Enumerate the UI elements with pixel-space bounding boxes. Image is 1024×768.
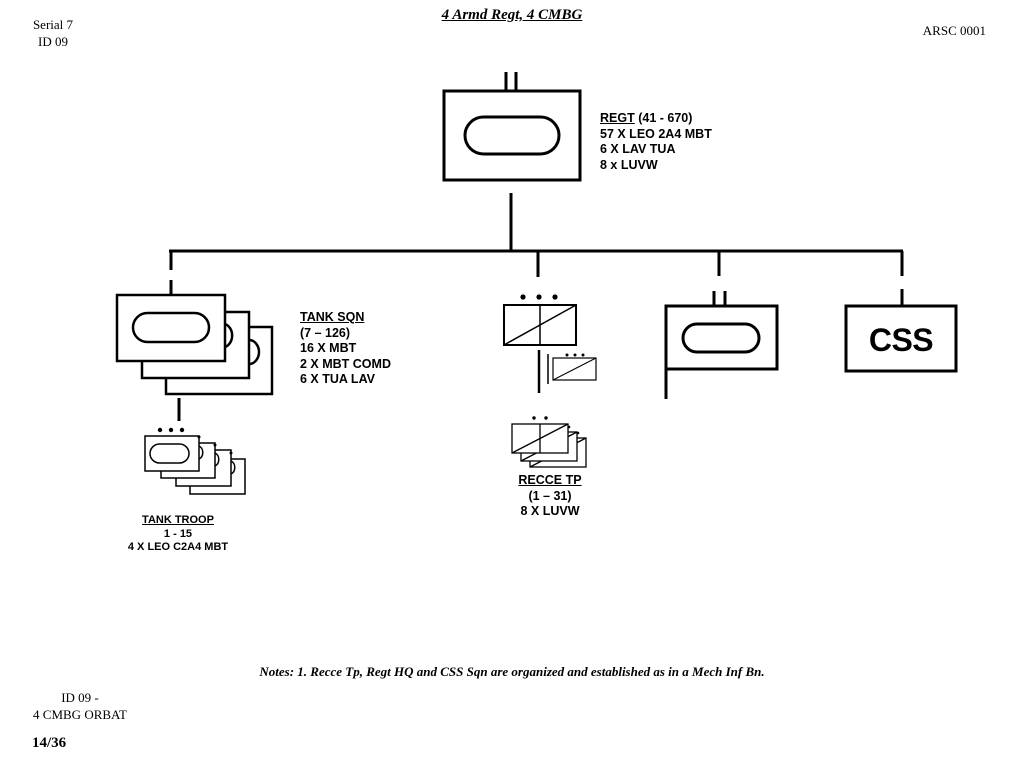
tank-sqn-equipment-2: 2 X MBT COMD [300, 356, 391, 371]
serial-id: ID 09 [38, 34, 68, 49]
tank-sqn-strength: (7 – 126) [300, 325, 351, 340]
recce-patrol-symbol [511, 416, 587, 468]
tank-sqn-title: TANK SQN [300, 310, 365, 324]
footer-title: 4 CMBG ORBAT [33, 707, 127, 722]
regt-frame [442, 89, 582, 182]
regt-title: REGT [600, 111, 635, 125]
css-sqn-symbol [844, 304, 958, 373]
tank-troop-title: TANK TROOP [142, 514, 214, 526]
regt-label-block: REGT (41 - 670) 57 X LEO 2A4 MBT 6 X LAV… [600, 111, 712, 173]
regt-armour-oval [463, 115, 561, 156]
troop-echelon-dots [157, 427, 233, 455]
recce-tp-symbol [503, 294, 597, 393]
page-number: 14/36 [32, 735, 67, 751]
serial-block: Serial 7 ID 09 [28, 16, 78, 50]
css-sqn-label: CSS [868, 322, 934, 358]
recce-tp-title: RECCE TP [518, 473, 582, 487]
footer-id: ID 09 - [61, 690, 99, 705]
recce-tp-label-block: RECCE TP (1 – 31) 8 X LUVW [505, 473, 595, 520]
tank-troop-strength: 1 - 15 [163, 527, 193, 540]
regt-hq-sqn-symbol [664, 291, 779, 399]
document-reference: ARSC 0001 [922, 23, 986, 38]
recce-tp-equipment: 8 X LUVW [520, 504, 580, 518]
page-title: 4 Armd Regt, 4 CMBG [441, 7, 583, 23]
recce-tp-strength: (1 – 31) [528, 488, 572, 503]
footer-block: ID 09 - 4 CMBG ORBAT [20, 689, 140, 723]
tank-troop-equipment: 4 X LEO C2A4 MBT [127, 541, 229, 553]
notes-text: Notes: 1. Recce Tp, Regt HQ and CSS Sqn … [259, 664, 765, 679]
tank-sqn-equipment-3: 6 X TUA LAV [300, 372, 376, 386]
tank-sqn-label-block: TANK SQN (7 – 126) 16 X MBT 2 X MBT COMD… [300, 310, 391, 388]
regt-symbol [442, 72, 582, 182]
regt-equipment-3: 8 x LUVW [600, 157, 658, 172]
serial-number: Serial 7 [32, 17, 74, 32]
tank-troop-symbol [144, 435, 246, 495]
tank-troop-label-block: TANK TROOP 1 - 15 4 X LEO C2A4 MBT [118, 514, 238, 555]
regt-strength: (41 - 670) [634, 111, 693, 125]
regt-equipment-2: 6 X LAV TUA [600, 142, 676, 156]
regt-equipment-1: 57 X LEO 2A4 MBT [600, 126, 712, 141]
tank-sqn-equipment-1: 16 X MBT [300, 341, 357, 355]
tank-sqn-symbol [115, 293, 274, 421]
